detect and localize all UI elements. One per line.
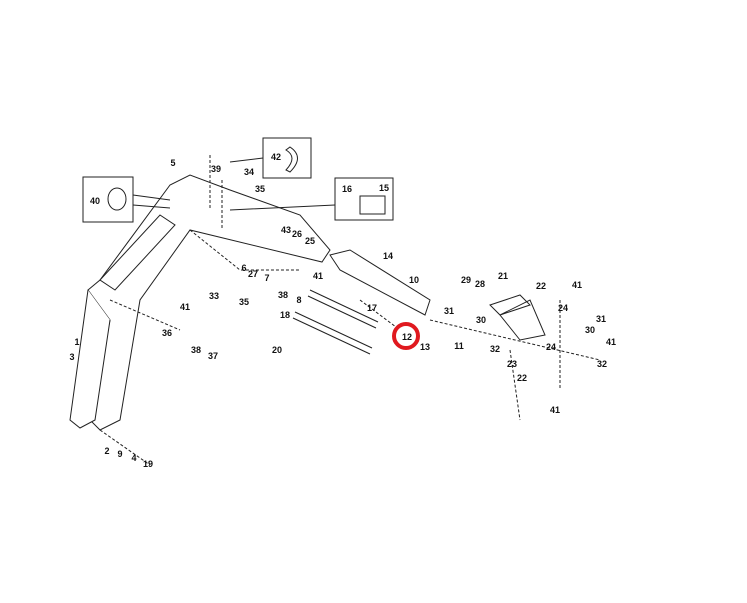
part-label-37: 37 [207, 351, 219, 361]
part-label-29: 29 [460, 275, 472, 285]
part-label-12: 12 [401, 332, 413, 342]
part-label-2: 2 [104, 446, 110, 456]
part-label-32: 32 [489, 344, 501, 354]
part-label-24: 24 [557, 303, 569, 313]
part-label-34: 34 [243, 167, 255, 177]
part-label-41: 41 [179, 302, 191, 312]
part-label-8: 8 [296, 295, 302, 305]
half-ring-42 [285, 146, 298, 173]
part-label-43: 43 [280, 225, 292, 235]
part-label-16: 16 [341, 184, 353, 194]
part-label-35: 35 [238, 297, 250, 307]
rod-18 [292, 311, 373, 355]
part-label-21: 21 [497, 271, 509, 281]
inset-box-15-16 [334, 177, 394, 221]
part-label-41: 41 [571, 280, 583, 290]
highlight-circle [392, 322, 420, 350]
part-label-4: 4 [131, 453, 137, 463]
boom-cylinder [99, 214, 176, 291]
part-label-19: 19 [142, 459, 154, 469]
part-label-31: 31 [595, 314, 607, 324]
part-label-6: 6 [241, 263, 247, 273]
part-label-24: 24 [545, 342, 557, 352]
part-label-17: 17 [366, 303, 378, 313]
part-label-22: 22 [535, 281, 547, 291]
part-label-38: 38 [277, 290, 289, 300]
part-label-11: 11 [454, 341, 464, 351]
part-label-33: 33 [208, 291, 220, 301]
rod-17 [307, 289, 379, 329]
part-label-20: 20 [271, 345, 283, 355]
part-label-10: 10 [408, 275, 420, 285]
part-label-26: 26 [291, 229, 303, 239]
part-label-1: 1 [74, 337, 80, 347]
part-label-15: 15 [378, 183, 390, 193]
part-label-39: 39 [210, 164, 222, 174]
inset-box-42 [262, 137, 312, 179]
linkage-21 [489, 294, 546, 341]
seal-ring-40 [107, 187, 127, 211]
part-label-36: 36 [161, 328, 173, 338]
arm-part-10 [329, 249, 431, 316]
part-label-13: 13 [419, 342, 431, 352]
inset-leaders [132, 157, 336, 211]
leader-dashes [99, 155, 601, 466]
part-label-22: 22 [516, 373, 528, 383]
part-label-31: 31 [443, 306, 455, 316]
part-label-25: 25 [304, 236, 316, 246]
part-label-18: 18 [279, 310, 291, 320]
part-label-40: 40 [89, 196, 101, 206]
part-label-27: 27 [247, 269, 259, 279]
part-label-3: 3 [69, 352, 75, 362]
part-label-38: 38 [190, 345, 202, 355]
plate-15 [359, 195, 386, 215]
part-label-9: 9 [117, 449, 123, 459]
part-label-14: 14 [382, 251, 394, 261]
part-label-30: 30 [475, 315, 487, 325]
part-label-5: 5 [170, 158, 176, 168]
part-label-42: 42 [270, 152, 282, 162]
boom-lower-leg [69, 289, 111, 429]
part-label-23: 23 [506, 359, 518, 369]
part-label-41: 41 [312, 271, 324, 281]
part-label-28: 28 [474, 279, 486, 289]
part-label-30: 30 [584, 325, 596, 335]
part-label-32: 32 [596, 359, 608, 369]
part-label-7: 7 [264, 273, 270, 283]
part-label-41: 41 [549, 405, 561, 415]
part-label-41: 41 [605, 337, 617, 347]
part-label-35: 35 [254, 184, 266, 194]
